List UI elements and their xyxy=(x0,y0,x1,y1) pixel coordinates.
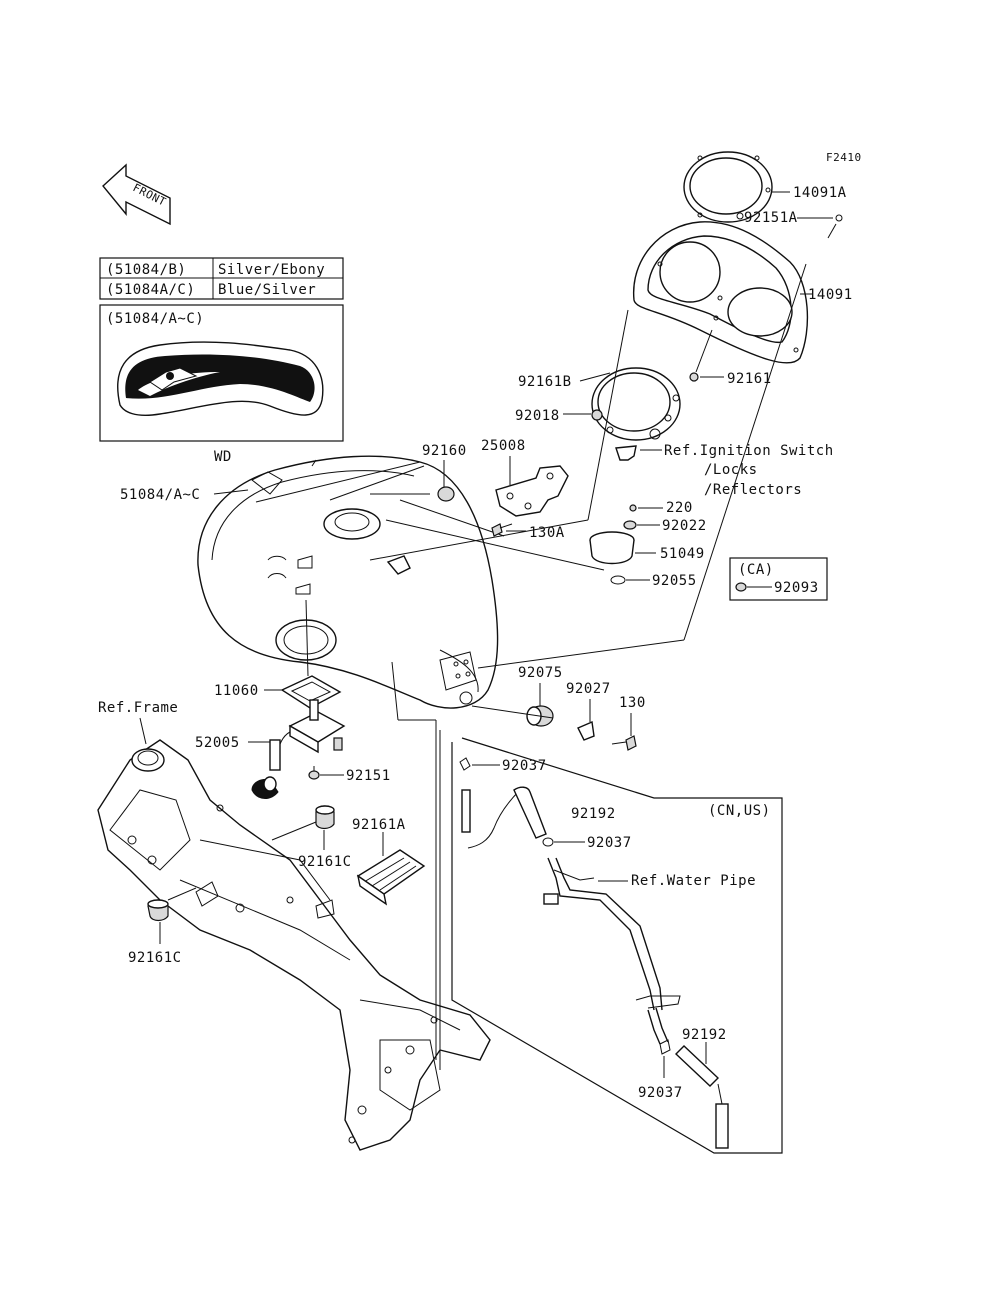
label-92055: 92055 xyxy=(652,573,697,589)
collar-92027 xyxy=(577,720,595,741)
meter-gasket-14091a xyxy=(683,151,773,223)
label-14091a: 14091A xyxy=(793,185,847,201)
inset-label: (51084/A~C) xyxy=(106,311,204,327)
label-92027: 92027 xyxy=(566,681,611,697)
label-cn-us: (CN,US) xyxy=(708,803,771,819)
bracket-25008 xyxy=(495,465,569,517)
damper-92161c-upper xyxy=(315,805,335,830)
label-92037-c: 92037 xyxy=(638,1085,683,1101)
clip-92037-c xyxy=(659,1039,671,1055)
tank-graphic-inset: (51084/A~C) xyxy=(99,304,344,442)
color-code-1: (51084/B) xyxy=(106,262,186,278)
label-130a: 130A xyxy=(529,525,565,541)
label-ca: (CA) xyxy=(738,562,774,578)
bolt-130a xyxy=(491,523,513,537)
hose-92192-upper xyxy=(513,786,547,839)
label-92161a: 92161A xyxy=(352,817,406,833)
ref-ignition-2: /Locks xyxy=(704,462,758,478)
damper-92161c-lower xyxy=(147,899,169,922)
label-92022: 92022 xyxy=(662,518,707,534)
damper-92161a xyxy=(356,849,426,906)
label-92018: 92018 xyxy=(515,408,560,424)
label-92037-a: 92037 xyxy=(502,758,547,774)
label-92161b: 92161B xyxy=(518,374,572,390)
label-130: 130 xyxy=(619,695,646,711)
front-arrow-icon: FRONT xyxy=(102,163,171,226)
water-pipe xyxy=(543,857,681,1045)
meter-cover-14091 xyxy=(632,221,809,364)
gasket-ring xyxy=(275,619,337,661)
clip-92037-a xyxy=(459,757,471,771)
label-92192-lower: 92192 xyxy=(682,1027,727,1043)
label-51049: 51049 xyxy=(660,546,705,562)
label-92160: 92160 xyxy=(422,443,467,459)
hose-92192-lower xyxy=(674,1045,729,1149)
fuel-tank-51084 xyxy=(197,455,499,709)
label-92192-upper: 92192 xyxy=(571,806,616,822)
label-51084: 51084/A~C xyxy=(120,487,200,503)
label-92075: 92075 xyxy=(518,665,563,681)
label-52005: 52005 xyxy=(195,735,240,751)
color-name-1: Silver/Ebony xyxy=(218,262,325,278)
label-92093: 92093 xyxy=(774,580,819,596)
inset-caption: WD xyxy=(214,449,232,465)
color-table: (51084/B) Silver/Ebony (51084A/C) Blue/S… xyxy=(99,257,344,300)
hose-short xyxy=(461,789,471,833)
frame xyxy=(97,739,491,1151)
label-92151: 92151 xyxy=(346,768,391,784)
label-92161: 92161 xyxy=(727,371,772,387)
ref-ignition-3: /Reflectors xyxy=(704,482,802,498)
diagram-code: F2410 xyxy=(826,151,862,164)
label-220: 220 xyxy=(666,500,693,516)
clip-92037-b xyxy=(542,837,554,847)
bolt-130 xyxy=(611,735,637,751)
meter-case-92161b xyxy=(591,367,681,441)
bolt-92151 xyxy=(308,766,320,780)
ref-water-pipe: Ref.Water Pipe xyxy=(631,873,756,889)
label-92037-b: 92037 xyxy=(587,835,632,851)
fuel-pump-52005 xyxy=(251,699,346,799)
label-92151a: 92151A xyxy=(744,210,798,226)
color-code-2: (51084A/C) xyxy=(106,282,195,298)
ca-box: (CA) 92093 xyxy=(729,557,828,601)
color-name-2: Blue/Silver xyxy=(218,282,316,298)
label-14091: 14091 xyxy=(808,287,853,303)
ignition-plug xyxy=(615,445,637,461)
gasket-11060 xyxy=(280,675,342,709)
cn-us-box: (CN,US) xyxy=(451,737,783,1154)
label-11060: 11060 xyxy=(214,683,259,699)
label-25008: 25008 xyxy=(481,438,526,454)
ref-frame-label: Ref.Frame xyxy=(98,700,178,716)
label-92161c-upper: 92161C xyxy=(298,854,352,870)
label-92161c-lower: 92161C xyxy=(128,950,182,966)
tank-cap-51049 xyxy=(589,531,635,565)
ref-ignition-1: Ref.Ignition Switch xyxy=(664,443,834,459)
